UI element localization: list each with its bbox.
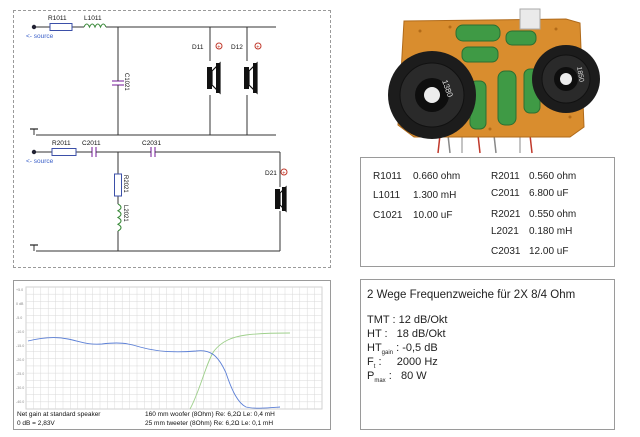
inductor-l1011 — [83, 23, 107, 29]
polarity-icon — [280, 168, 288, 176]
polarity-icon — [215, 42, 223, 50]
plus-sign: + — [256, 44, 259, 50]
spec-sub: gain — [381, 350, 394, 357]
value-amount: 0.180 mH — [529, 226, 573, 237]
capacitor-c1021 — [112, 80, 124, 86]
value-name: R2011 — [491, 171, 520, 182]
pcb-illustration: 1380 1850 — [388, 8, 600, 154]
coil-label-right: 1850 — [575, 66, 585, 83]
label-c2031: C2031 — [142, 140, 162, 147]
spec-value: : -0,5 dB — [396, 342, 438, 354]
specs-title: 2 Wege Frequenzweiche für 2X 8/4 Ohm — [367, 289, 576, 301]
speaker-d12 — [244, 61, 258, 95]
label-c1021: C1021 — [123, 73, 129, 91]
spec-ft: Ft : 2000 Hz — [367, 356, 438, 370]
svg-text:-5.0: -5.0 — [16, 316, 22, 320]
polarity-icon — [254, 42, 262, 50]
axis-ticks: +5.0 0 dB -5.0 -10.0 -15.0 -20.0 -25.0 -30.0 -… — [16, 288, 24, 404]
value-name: R2021 — [491, 209, 521, 220]
spec-value: 18 dB/Okt — [396, 328, 446, 340]
label-l2021: L2021 — [122, 205, 128, 222]
coil-right: 1850 — [532, 45, 600, 113]
label-l1011: L1011 — [84, 15, 102, 22]
woofer-response-curve — [27, 337, 281, 409]
speaker-d21 — [275, 185, 287, 213]
label-c2011: C2011 — [82, 140, 101, 147]
resistor-r2011 — [51, 148, 77, 156]
caption-gain: Net gain at standard speaker — [17, 411, 101, 418]
value-name: L2021 — [491, 226, 519, 237]
value-amount: 0.550 ohm — [529, 209, 577, 220]
spec-label: HT — [367, 342, 382, 354]
graph-plot: +5.0 0 dB -5.0 -10.0 -15.0 -20.0 -25.0 -30.0 -… — [16, 286, 323, 410]
value-amount: 6.800 uF — [529, 188, 569, 199]
plus-sign: + — [282, 170, 285, 176]
terminal-dot — [31, 24, 37, 30]
caption-woofer: 160 mm woofer (8Ohm) Re: 6,2Ω Le: 0,4 mH — [145, 411, 275, 418]
capacitor-parts — [455, 24, 541, 130]
label-r1011: R1011 — [48, 15, 67, 22]
value-name: C2031 — [491, 246, 521, 257]
value-name: C1021 — [373, 210, 403, 221]
schematic-diagram: <- source <- source R1011 L1011 C1021 D1… — [26, 15, 288, 252]
speaker-d11 — [207, 61, 221, 95]
terminal-dot — [31, 149, 37, 155]
crossover-schematic: <- source <- source R1011 L1011 C1021 D1… — [13, 10, 331, 268]
caption-reference: 0 dB = 2,83V — [17, 420, 55, 427]
connector-block — [519, 8, 541, 30]
caption-tweeter: 25 mm tweeter (8Ohm) Re: 6,2Ω Le: 0,1 mH — [145, 420, 274, 427]
coil-left: 1380 — [388, 51, 476, 139]
resistor-r2021 — [114, 173, 122, 197]
label-r2021: R2021 — [122, 175, 128, 193]
spec-value: : 2000 Hz — [378, 356, 438, 368]
value-amount: 0.560 ohm — [529, 171, 577, 182]
crossover-specs: 2 Wege Frequenzweiche für 2X 8/4 Ohm TMT… — [360, 279, 615, 430]
value-amount: 10.00 uF — [413, 210, 453, 221]
value-name: R1011 — [373, 171, 402, 182]
svg-text:-20.0: -20.0 — [16, 358, 24, 362]
label-d11: D11 — [192, 44, 204, 51]
spec-value: 12 dB/Okt — [398, 314, 448, 326]
frequency-response-graph: +5.0 0 dB -5.0 -10.0 -15.0 -20.0 -25.0 -30.0 -… — [13, 280, 331, 430]
svg-text:-30.0: -30.0 — [16, 386, 24, 390]
svg-text:-15.0: -15.0 — [16, 344, 24, 348]
spec-label: HT : — [367, 328, 388, 340]
label-d12: D12 — [231, 44, 243, 51]
plus-sign: + — [217, 44, 220, 50]
value-amount: 0.660 ohm — [413, 171, 461, 182]
plot-grid — [25, 286, 323, 410]
resistor-r1011 — [49, 23, 73, 31]
label-r2011: R2011 — [52, 140, 71, 147]
svg-text:+5.0: +5.0 — [16, 288, 23, 292]
value-amount: 1.300 mH — [413, 190, 457, 201]
spec-label: P — [367, 370, 375, 382]
spec-ht-gain: HTgain : -0,5 dB — [367, 342, 438, 356]
svg-text:0 dB: 0 dB — [16, 302, 24, 306]
svg-text:-40.0: -40.0 — [16, 400, 24, 404]
source-label: <- source — [26, 33, 54, 40]
spec-pmax: Pmax : 80 W — [367, 370, 427, 384]
capacitor-c2031 — [150, 147, 156, 157]
spec-label: F — [367, 356, 374, 368]
source-label: <- source — [26, 158, 54, 165]
spec-tmt: TMT : 12 dB/Okt — [367, 314, 448, 326]
svg-text:-10.0: -10.0 — [16, 330, 24, 334]
capacitor-c2011 — [91, 147, 97, 157]
svg-text:-25.0: -25.0 — [16, 372, 24, 376]
component-values-table: R1011 0.660 ohm L1011 1.300 mH C1021 10.… — [360, 157, 615, 267]
value-name: C2011 — [491, 188, 520, 199]
ground-symbol — [30, 128, 38, 246]
graph-caption: Net gain at standard speaker 0 dB = 2,83… — [17, 411, 329, 429]
spec-value: : 80 W — [388, 370, 427, 382]
value-name: L1011 — [373, 190, 401, 201]
spec-ht: HT : 18 dB/Okt — [367, 328, 446, 340]
spec-sub: max — [374, 378, 386, 385]
label-d21: D21 — [265, 170, 277, 177]
spec-label: TMT : — [367, 314, 396, 326]
value-amount: 12.00 uF — [529, 246, 569, 257]
tweeter-response-curve — [189, 332, 291, 410]
inductor-l2021 — [116, 203, 122, 232]
crossover-pcb-photo: 1380 1850 — [370, 7, 610, 155]
